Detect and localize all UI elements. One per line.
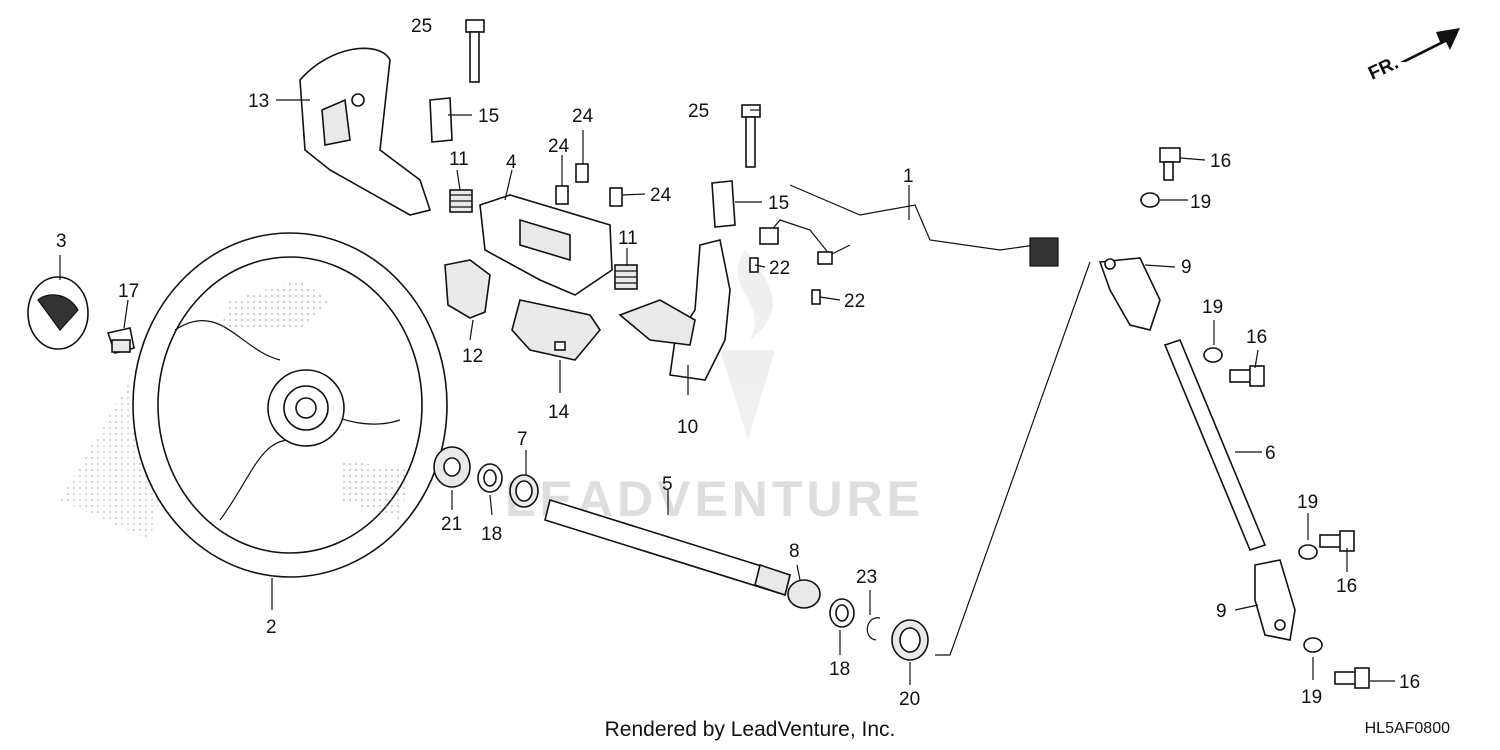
bolt-part-16c[interactable] [1319,530,1355,552]
bushing-part-20[interactable] [891,619,929,661]
callout-23[interactable]: 23 [856,567,877,588]
washer-part-19a[interactable] [1140,192,1160,208]
screw-part-c[interactable] [609,187,623,207]
callout-25-right[interactable]: 25 [688,101,709,122]
spring-part-right[interactable] [614,264,638,290]
callout-20[interactable]: 20 [899,689,920,710]
callout-6[interactable]: 6 [1265,443,1276,464]
callout-19-d[interactable]: 19 [1301,687,1322,708]
callout-9-upper[interactable]: 9 [1181,257,1192,278]
wire-harness-part[interactable] [759,184,1059,267]
callout-5[interactable]: 5 [662,474,673,495]
lower-cover-part[interactable] [444,259,491,319]
bolt-part-right[interactable] [741,104,761,168]
bolt-part-16b[interactable] [1229,365,1265,387]
callout-15-left[interactable]: 15 [478,106,499,127]
callout-16-c[interactable]: 16 [1336,576,1357,597]
callout-17[interactable]: 17 [118,281,139,302]
callout-12[interactable]: 12 [462,346,483,367]
bolt-part-left[interactable] [465,19,485,83]
callout-21[interactable]: 21 [441,514,462,535]
spring-part-left[interactable] [449,189,473,213]
leader-lines [59,99,1395,685]
steering-wheel[interactable] [60,232,448,578]
callout-24-a[interactable]: 24 [548,136,570,157]
universal-joint-lower[interactable] [1254,559,1296,641]
callout-22-a[interactable]: 22 [769,258,790,279]
screw-part-b[interactable] [575,163,589,183]
callout-13[interactable]: 13 [248,91,269,112]
callout-1[interactable]: 1 [903,166,914,187]
callout-19-b[interactable]: 19 [1202,297,1223,318]
washer-part-18b[interactable] [829,598,855,628]
callout-4[interactable]: 4 [506,152,517,173]
diagram-code: HL5AF0800 [1364,720,1450,737]
callout-24-b[interactable]: 24 [572,106,594,127]
callout-16-a[interactable]: 16 [1210,151,1231,172]
callout-24-c[interactable]: 24 [650,185,672,206]
callout-18-a[interactable]: 18 [481,524,502,545]
washer-part-19d[interactable] [1303,637,1323,653]
collar-part-left[interactable] [429,97,453,143]
nut-part[interactable] [106,327,135,354]
switch-housing-part[interactable] [479,194,613,296]
callout-11-left[interactable]: 11 [449,149,469,170]
callout-19-a[interactable]: 19 [1190,192,1211,213]
upper-cover-part[interactable] [299,47,432,216]
switch-cover-part[interactable] [618,239,731,381]
callout-19-c[interactable]: 19 [1297,492,1318,513]
bolt-part-16d[interactable] [1334,667,1370,689]
bolt-part-16a[interactable] [1159,147,1181,181]
callout-11-right[interactable]: 11 [618,228,638,249]
circlip-part[interactable] [866,617,881,641]
callout-16-d[interactable]: 16 [1399,672,1420,693]
side-cover-part[interactable] [511,299,601,361]
callout-3[interactable]: 3 [56,231,67,252]
steering-shaft-part[interactable] [544,498,791,597]
front-direction-arrow-icon: FR. [1365,28,1460,85]
callout-18-b[interactable]: 18 [829,659,850,680]
bushing-part-7[interactable] [509,474,539,508]
callout-10[interactable]: 10 [677,417,698,438]
callout-numbers: 1 2 3 4 5 6 7 8 9 9 10 11 11 12 13 14 15… [56,16,1420,710]
collar-part-21[interactable] [433,446,471,488]
front-direction-label: FR. [1365,53,1402,85]
callout-9-lower[interactable]: 9 [1216,601,1227,622]
callout-25-left[interactable]: 25 [411,16,432,37]
washer-part-18a[interactable] [477,463,503,493]
horn-emblem[interactable] [27,276,89,350]
render-credit-text: Rendered by LeadVenture, Inc. [604,718,896,741]
callout-16-b[interactable]: 16 [1246,327,1267,348]
washer-part-19b[interactable] [1203,347,1223,363]
intermediate-shaft-part[interactable] [1163,339,1267,551]
callout-7[interactable]: 7 [517,429,528,450]
callout-22-b[interactable]: 22 [844,291,865,312]
washer-part-19c[interactable] [1298,544,1318,560]
callout-2[interactable]: 2 [266,617,277,638]
screw-part-a[interactable] [555,185,569,205]
watermark-logo [720,250,775,440]
assembly-guide-line [935,261,1091,656]
bushing-part-8[interactable] [787,579,821,609]
callout-14[interactable]: 14 [548,402,570,423]
universal-joint-upper[interactable] [1098,257,1161,331]
collar-part-right[interactable] [711,180,736,228]
render-credit: Rendered by LeadVenture, Inc. [0,718,1500,742]
callout-15-right[interactable]: 15 [768,193,789,214]
callout-8[interactable]: 8 [789,541,800,562]
screw-part-22b[interactable] [811,289,821,305]
